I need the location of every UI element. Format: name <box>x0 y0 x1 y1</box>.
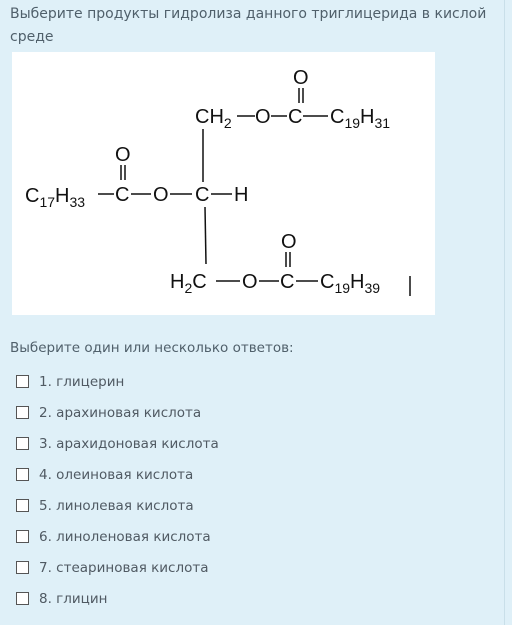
option-label: 1. глицерин <box>39 373 125 390</box>
option-4[interactable]: 4. олеиновая кислота <box>16 459 219 490</box>
top-acyl-chain-label: C19H31 <box>330 106 390 131</box>
option-checkbox[interactable] <box>16 437 29 450</box>
option-checkbox[interactable] <box>16 561 29 574</box>
question-text: Выберите продукты гидролиза данного триг… <box>10 6 487 45</box>
triglyceride-structure-image: CH2 O C O C19H31 C17H33 C O O C H <box>12 52 435 315</box>
bottom-acyl-chain-label: C19H39 <box>320 271 380 296</box>
option-label: 6. линоленовая кислота <box>39 528 211 545</box>
answer-prompt: Выберите один или несколько ответов: <box>10 340 294 356</box>
option-1[interactable]: 1. глицерин <box>16 366 219 397</box>
option-label: 2. арахиновая кислота <box>39 404 202 421</box>
middle-hydrogen-label: H <box>234 184 248 206</box>
middle-oxygen-label: O <box>153 184 169 206</box>
answer-options: 1. глицерин 2. арахиновая кислота 3. ара… <box>16 366 219 614</box>
middle-acyl-chain-label: C17H33 <box>25 185 85 210</box>
bond <box>204 206 207 265</box>
option-checkbox[interactable] <box>16 530 29 543</box>
option-label: 4. олеиновая кислота <box>39 466 194 483</box>
option-8[interactable]: 8. глицин <box>16 583 219 614</box>
option-checkbox[interactable] <box>16 499 29 512</box>
option-2[interactable]: 2. арахиновая кислота <box>16 397 219 428</box>
middle-carbon-label: C <box>195 184 209 206</box>
top-carbonyl-oxygen-label: O <box>293 67 309 89</box>
top-ch2-label: CH2 <box>195 106 232 131</box>
option-label: 5. линолевая кислота <box>39 497 194 514</box>
bottom-h2c-label: H2C <box>170 271 207 296</box>
bottom-carbonyl-oxygen-label: O <box>281 231 297 253</box>
option-6[interactable]: 6. линоленовая кислота <box>16 521 219 552</box>
middle-carbonyl-carbon-label: C <box>115 184 129 206</box>
middle-carbonyl-oxygen-label: O <box>115 144 131 166</box>
option-label: 3. арахидоновая кислота <box>39 435 219 452</box>
option-checkbox[interactable] <box>16 375 29 388</box>
top-oxygen-label: O <box>255 106 271 128</box>
option-checkbox[interactable] <box>16 406 29 419</box>
option-checkbox[interactable] <box>16 468 29 481</box>
top-carbonyl-carbon-label: C <box>288 106 302 128</box>
option-checkbox[interactable] <box>16 592 29 605</box>
option-label: 8. глицин <box>39 590 108 607</box>
triglyceride-structure-svg: CH2 O C O C19H31 C17H33 C O O C H <box>25 67 411 296</box>
option-7[interactable]: 7. стеариновая кислота <box>16 552 219 583</box>
option-label: 7. стеариновая кислота <box>39 559 209 576</box>
bottom-oxygen-label: O <box>242 271 258 293</box>
bottom-carbonyl-carbon-label: C <box>280 271 294 293</box>
option-3[interactable]: 3. арахидоновая кислота <box>16 428 219 459</box>
option-5[interactable]: 5. линолевая кислота <box>16 490 219 521</box>
